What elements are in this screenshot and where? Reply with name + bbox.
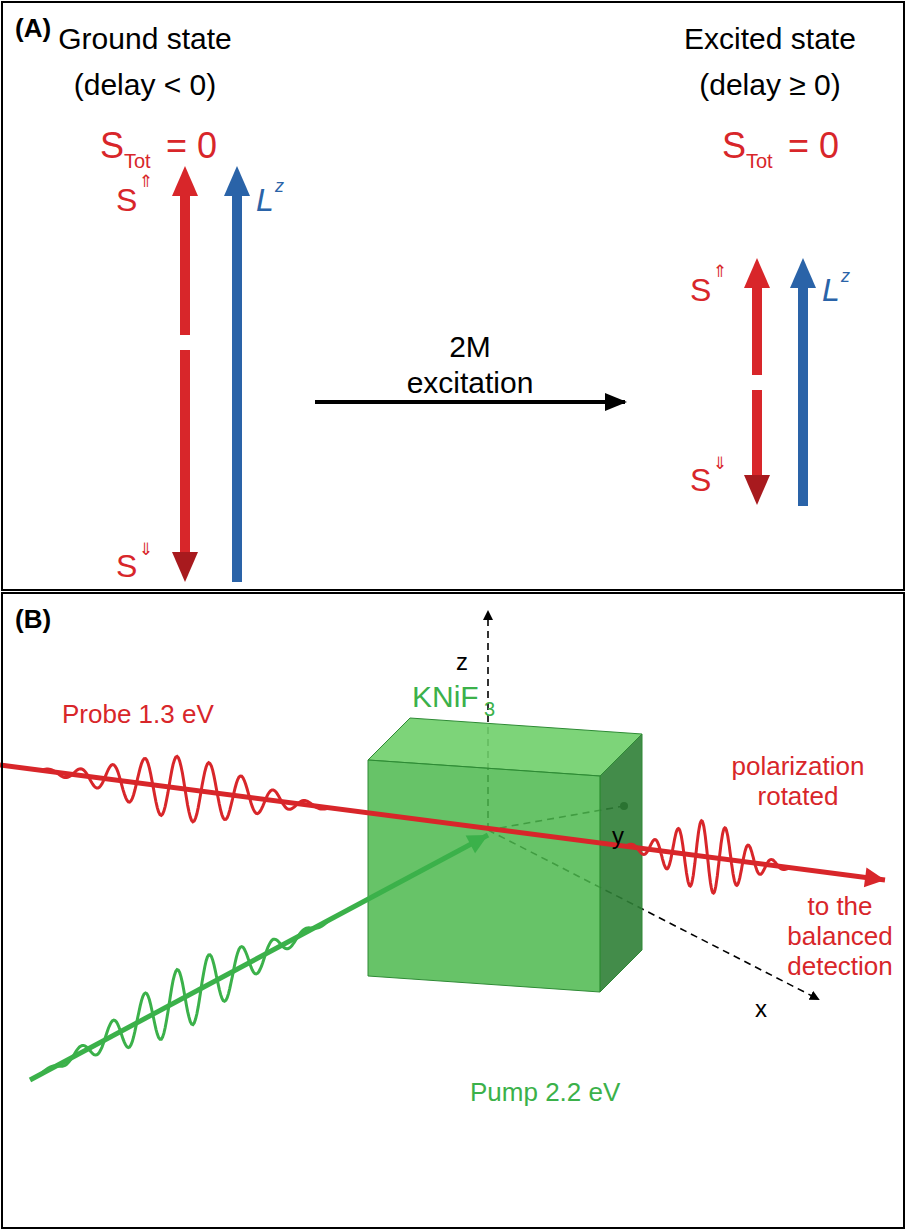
axis-label: y [612, 822, 624, 850]
beam-head [466, 835, 488, 853]
beam-line [30, 835, 488, 1080]
crystal [368, 718, 642, 992]
spin-arrows-excited [744, 258, 816, 506]
spin-symbol: S [116, 548, 137, 585]
beam-head [864, 868, 885, 888]
spin-symbol: S [690, 462, 711, 499]
subscript: Tot [124, 150, 151, 173]
spin-symbol: S [722, 125, 746, 166]
panel-letter: (B) [15, 604, 51, 635]
orbital-symbol: L [256, 182, 274, 219]
arrow-label: 2M [449, 330, 491, 365]
subscript: Tot [746, 150, 773, 173]
beam-label: polarization rotated [693, 752, 903, 812]
state-heading: (delay < 0) [74, 68, 217, 103]
light-pulse [40, 920, 330, 1075]
superscript: z [275, 176, 284, 197]
beam-label: to the balanced detection [779, 892, 901, 982]
beams [0, 756, 885, 1080]
spin-symbol: S [100, 125, 124, 166]
spin-symbol: S [690, 272, 711, 309]
light-pulse [40, 756, 330, 822]
superscript: ⇑ [139, 172, 153, 192]
state-heading: (delay ≥ 0) [699, 68, 841, 103]
light-pulse [625, 821, 790, 893]
arrow-label: excitation [407, 366, 534, 401]
superscript: ⇓ [139, 540, 153, 560]
superscript: z [841, 266, 850, 287]
axis-label: z [456, 648, 468, 676]
excitation-arrow [315, 400, 625, 404]
beam-line [0, 765, 885, 880]
spin-symbol: = 0 [788, 125, 839, 166]
state-heading: Ground state [58, 22, 231, 57]
beam-label: Probe 1.3 eV [62, 700, 214, 730]
subscript: 3 [484, 698, 495, 721]
state-heading: Excited state [684, 22, 856, 57]
crystal-name: KNiF [412, 680, 479, 715]
spin-symbol: S [116, 182, 137, 219]
superscript: ⇑ [713, 262, 727, 282]
axis-label: x [755, 995, 767, 1023]
spin-symbol: = 0 [166, 125, 217, 166]
orbital-symbol: L [822, 272, 840, 309]
spin-arrows-ground [172, 166, 250, 582]
panel-letter: (A) [15, 13, 51, 44]
beam-label: Pump 2.2 eV [470, 1078, 620, 1108]
superscript: ⇓ [713, 454, 727, 474]
